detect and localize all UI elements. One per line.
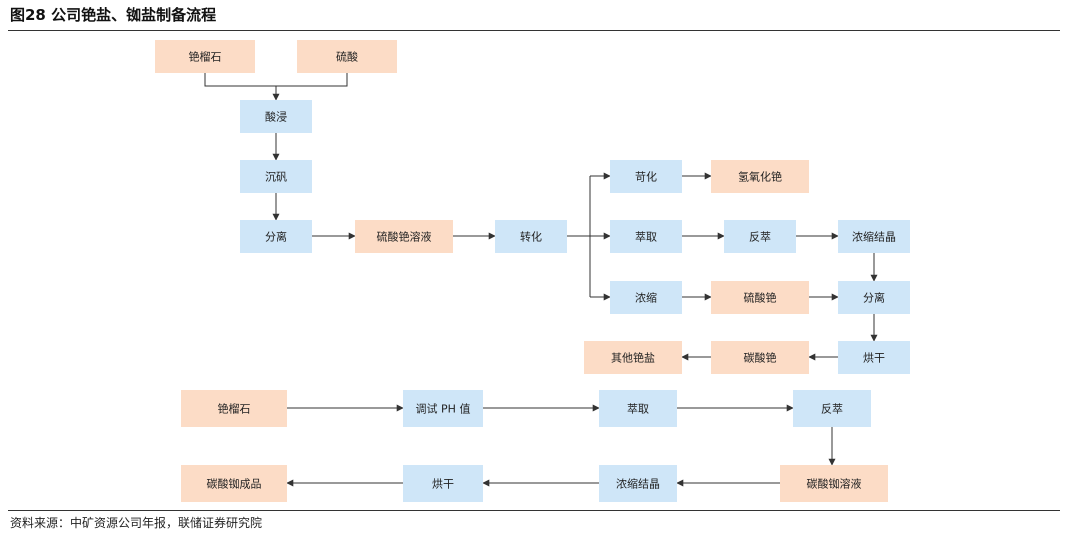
flow-node-label: 萃取 <box>635 231 657 244</box>
flow-node-box <box>240 220 312 253</box>
flow-node-n15: 分离 <box>838 281 910 314</box>
flow-node-box <box>610 220 682 253</box>
flow-node-n23: 碳酸铷成品 <box>181 465 287 502</box>
flow-node-label: 转化 <box>520 230 542 244</box>
flow-node-label: 分离 <box>265 230 287 244</box>
flow-node-n8: 苛化 <box>610 160 682 193</box>
flow-node-box <box>584 341 682 374</box>
flow-node-box <box>297 40 397 73</box>
flow-node-box <box>181 390 287 427</box>
flow-node-label: 萃取 <box>627 403 649 416</box>
figure-title: 图28 公司铯盐、铷盐制备流程 <box>10 6 217 24</box>
flow-node-n20: 调试 PH 值 <box>403 390 483 427</box>
flow-node-n1: 铯榴石 <box>155 40 255 73</box>
flow-node-box <box>711 341 809 374</box>
flow-node-box <box>240 160 312 193</box>
flow-node-box <box>599 390 677 427</box>
flow-node-box <box>599 465 677 502</box>
flow-node-label: 硫酸铯溶液 <box>377 230 432 244</box>
flow-node-label: 酸浸 <box>265 110 287 124</box>
flow-node-box <box>155 40 255 73</box>
flow-node-n4: 沉矾 <box>240 160 312 193</box>
flow-node-box <box>838 220 910 253</box>
flow-node-box <box>724 220 796 253</box>
flow-node-box <box>838 341 910 374</box>
flow-node-box <box>838 281 910 314</box>
flow-node-label: 沉矾 <box>265 171 287 184</box>
flow-node-label: 铯榴石 <box>218 402 251 416</box>
flow-node-n12: 浓缩结晶 <box>838 220 910 253</box>
bottom-rule <box>8 510 1060 511</box>
flow-node-n7: 转化 <box>495 220 567 253</box>
flow-node-n18: 烘干 <box>838 341 910 374</box>
flow-node-n5: 分离 <box>240 220 312 253</box>
flow-node-label: 烘干 <box>432 477 454 491</box>
flow-node-label: 烘干 <box>863 351 885 365</box>
flow-node-label: 氢氧化铯 <box>738 170 782 184</box>
flow-node-box <box>403 465 483 502</box>
flow-node-label: 调试 PH 值 <box>416 403 471 416</box>
flow-node-n25: 浓缩结晶 <box>599 465 677 502</box>
flow-node-box <box>711 160 809 193</box>
flow-node-n24: 烘干 <box>403 465 483 502</box>
flow-node-box <box>610 160 682 193</box>
flow-connector-1 <box>204 73 348 87</box>
flow-node-label: 浓缩结晶 <box>852 231 896 244</box>
flow-node-n9: 氢氧化铯 <box>711 160 809 193</box>
flow-node-n14: 硫酸铯 <box>711 281 809 314</box>
flow-node-box <box>240 100 312 133</box>
flow-node-n10: 萃取 <box>610 220 682 253</box>
flow-node-label: 浓缩结晶 <box>616 478 660 491</box>
flow-node-label: 碳酸铷溶液 <box>807 477 862 491</box>
flow-node-n22: 反萃 <box>793 390 871 427</box>
flow-node-label: 反萃 <box>821 403 843 416</box>
flow-node-n13: 浓缩 <box>610 281 682 314</box>
flow-node-label: 苛化 <box>635 170 657 184</box>
flow-node-n21: 萃取 <box>599 390 677 427</box>
flow-node-label: 铯榴石 <box>189 50 222 64</box>
flow-node-box <box>711 281 809 314</box>
flow-node-n6: 硫酸铯溶液 <box>355 220 453 253</box>
flow-node-label: 硫酸 <box>336 50 358 64</box>
flow-node-n2: 硫酸 <box>297 40 397 73</box>
flow-node-box <box>355 220 453 253</box>
top-rule <box>8 30 1060 31</box>
flow-node-n19: 铯榴石 <box>181 390 287 427</box>
flow-node-box <box>793 390 871 427</box>
flow-node-box <box>610 281 682 314</box>
source-note: 资料来源：中矿资源公司年报，联储证券研究院 <box>10 516 263 530</box>
flow-node-label: 硫酸铯 <box>744 291 777 305</box>
flow-node-label: 分离 <box>863 291 885 305</box>
flow-node-box <box>181 465 287 502</box>
flow-node-n3: 酸浸 <box>240 100 312 133</box>
flow-node-box <box>780 465 888 502</box>
flow-node-label: 浓缩 <box>635 292 657 305</box>
flow-node-n17: 碳酸铯 <box>711 341 809 374</box>
flow-node-box <box>495 220 567 253</box>
flow-node-label: 碳酸铷成品 <box>207 477 262 491</box>
flow-node-label: 碳酸铯 <box>744 351 777 365</box>
flow-node-n26: 碳酸铷溶液 <box>780 465 888 502</box>
flow-node-n16: 其他铯盐 <box>584 341 682 374</box>
flow-node-label: 其他铯盐 <box>611 351 655 365</box>
flow-node-box <box>403 390 483 427</box>
flow-node-n11: 反萃 <box>724 220 796 253</box>
flow-node-label: 反萃 <box>749 231 771 244</box>
